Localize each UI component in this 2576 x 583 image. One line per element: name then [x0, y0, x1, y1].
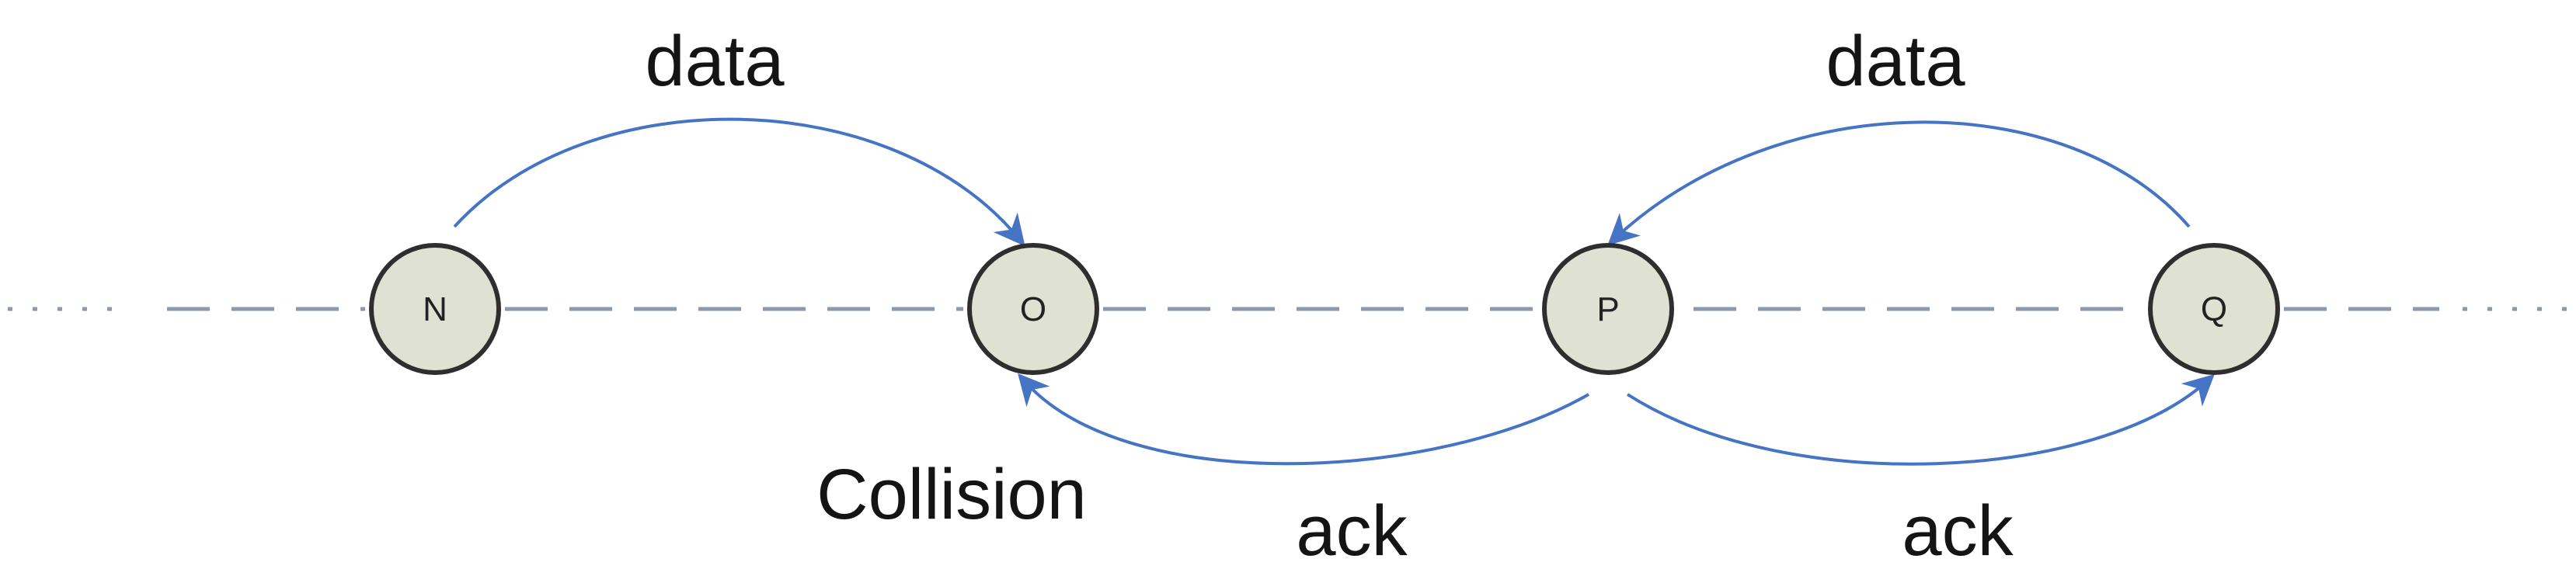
- node-o: O: [967, 243, 1099, 375]
- node-q: Q: [2148, 243, 2280, 375]
- node-n: N: [369, 243, 501, 375]
- node-p-label: P: [1596, 290, 1619, 328]
- arrows: [453, 117, 2215, 466]
- label-data-right: data: [1826, 22, 1965, 101]
- label-data-left: data: [645, 22, 785, 101]
- label-ack-left: ack: [1296, 491, 1408, 571]
- collision-label: Collision: [816, 455, 1087, 534]
- label-ack-right: ack: [1902, 491, 2014, 571]
- arrow-ack-p-to-q: [1626, 373, 2215, 466]
- node-q-label: Q: [2201, 290, 2227, 328]
- node-o-label: O: [1020, 290, 1046, 328]
- node-p: P: [1542, 243, 1674, 375]
- arrow-data-n-to-o: [453, 117, 1025, 247]
- node-n-label: N: [423, 290, 447, 328]
- arrow-ack-p-to-o: [1018, 373, 1589, 466]
- arrow-data-q-to-p: [1607, 120, 2191, 246]
